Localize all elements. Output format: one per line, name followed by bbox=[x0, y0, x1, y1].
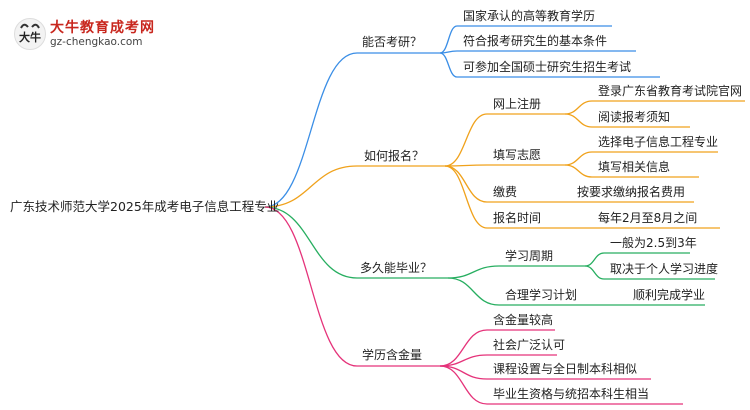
connector-branch-3-child-3 bbox=[439, 365, 488, 405]
connector-branch-1-child-0 bbox=[444, 113, 488, 167]
bull-logo-icon: 大牛 bbox=[14, 18, 46, 50]
leaf-2-0-1: 取决于个人学习进度 bbox=[610, 262, 719, 276]
brand-name: 大牛教育成考网 bbox=[50, 20, 155, 36]
leaf-1-0-0: 登录广东省教育考试院官网 bbox=[598, 84, 743, 98]
connector-child-2-0-leaf-0 bbox=[584, 252, 605, 267]
leaf-1-1-1: 填写相关信息 bbox=[598, 160, 671, 174]
child-1-2: 缴费 bbox=[493, 185, 518, 199]
child-3-3: 毕业生资格与统招本科生相当 bbox=[493, 387, 650, 401]
branch-1: 如何报名？ bbox=[364, 149, 425, 163]
connector-child-2-0-leaf-1 bbox=[584, 265, 605, 280]
child-0-0: 国家承认的高等教育学历 bbox=[463, 9, 596, 23]
child-0-1: 符合报考研究生的基本条件 bbox=[463, 34, 608, 48]
leaf-2-0-0: 一般为2.5到3年 bbox=[610, 236, 697, 250]
leaf-1-2-0: 按要求缴纳报名费用 bbox=[577, 185, 686, 199]
connector-root-branch-2 bbox=[264, 206, 358, 279]
leaf-2-1-0: 顺利完成学业 bbox=[633, 288, 706, 302]
connector-branch-2-child-1 bbox=[447, 277, 500, 306]
leaf-1-0-1: 阅读报考须知 bbox=[598, 110, 671, 124]
connector-child-1-0-leaf-1 bbox=[564, 113, 593, 128]
connector-branch-0-child-0 bbox=[439, 25, 458, 54]
site-logo[interactable]: 大牛 大牛教育成考网 gz-chengkao.com bbox=[14, 14, 194, 54]
child-2-0: 学习周期 bbox=[505, 249, 554, 263]
brand-url: gz-chengkao.com bbox=[50, 36, 143, 48]
connector-branch-2-child-0 bbox=[447, 265, 500, 279]
svg-text:大牛: 大牛 bbox=[19, 30, 41, 44]
child-1-1: 填写志愿 bbox=[493, 148, 542, 162]
child-3-2: 课程设置与全日制本科相似 bbox=[493, 362, 638, 376]
connector-branch-1-child-1 bbox=[444, 164, 488, 167]
connector-root-branch-3 bbox=[264, 206, 358, 367]
connector-branch-1-child-3 bbox=[444, 165, 488, 229]
child-0-2: 可参加全国硕士研究生招生考试 bbox=[463, 60, 632, 74]
child-1-3: 报名时间 bbox=[493, 211, 542, 225]
connector-child-1-0-leaf-0 bbox=[564, 100, 593, 115]
connector-branch-3-child-0 bbox=[439, 329, 488, 367]
connector-child-1-1-leaf-1 bbox=[564, 164, 593, 178]
branch-2: 多久能毕业？ bbox=[360, 261, 433, 275]
connector-child-1-1-leaf-0 bbox=[564, 151, 593, 166]
leaf-1-3-0: 每年2月至8月之间 bbox=[598, 211, 698, 225]
child-2-1: 合理学习计划 bbox=[505, 288, 578, 302]
branch-0: 能否考研？ bbox=[362, 35, 423, 49]
connector-branch-0-child-2 bbox=[439, 52, 458, 78]
leaf-1-1-0: 选择电子信息工程专业 bbox=[598, 135, 719, 149]
child-3-0: 含金量较高 bbox=[493, 313, 554, 327]
connector-root-branch-1 bbox=[264, 165, 358, 208]
root-topic: 广东技术师范大学2025年成考电子信息工程专业 bbox=[10, 199, 280, 214]
child-1-0: 网上注册 bbox=[493, 97, 542, 111]
connector-root-branch-0 bbox=[264, 52, 358, 208]
branch-3: 学历含金量 bbox=[362, 348, 423, 362]
child-3-1: 社会广泛认可 bbox=[493, 338, 566, 352]
